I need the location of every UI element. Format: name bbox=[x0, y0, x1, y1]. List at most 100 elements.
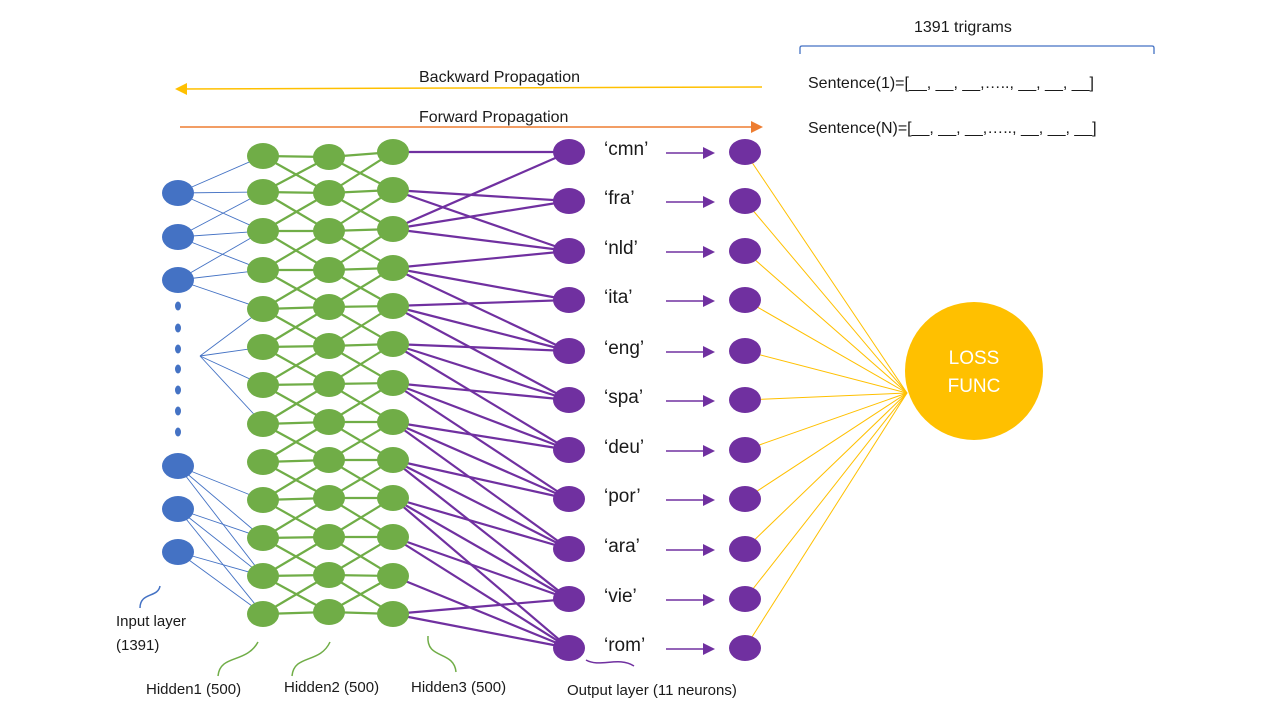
output-neuron bbox=[553, 287, 585, 313]
loss-edge bbox=[744, 392, 908, 649]
output-edge bbox=[392, 535, 570, 601]
hidden-neuron bbox=[377, 139, 409, 165]
class-label: ‘deu’ bbox=[604, 437, 644, 458]
hidden-neuron bbox=[313, 599, 345, 625]
hidden-neuron bbox=[313, 294, 345, 320]
hidden-neuron bbox=[313, 524, 345, 550]
loss-label-line2: FUNC bbox=[948, 376, 1001, 397]
output-edge bbox=[392, 382, 570, 500]
hidden-neuron bbox=[313, 218, 345, 244]
class-label: ‘por’ bbox=[604, 486, 641, 507]
ellipsis-dot bbox=[175, 301, 181, 311]
input-layer-label: Input layer bbox=[116, 613, 186, 630]
final-neuron bbox=[729, 635, 761, 661]
hidden-neuron bbox=[247, 563, 279, 589]
class-label: ‘eng’ bbox=[604, 338, 644, 359]
hidden-neuron bbox=[313, 409, 345, 435]
final-neuron bbox=[729, 188, 761, 214]
loss-edge bbox=[744, 392, 908, 500]
hidden-neuron bbox=[247, 257, 279, 283]
output-edge bbox=[392, 536, 570, 649]
hidden-neuron bbox=[377, 177, 409, 203]
input-neuron bbox=[162, 267, 194, 293]
ellipsis-dot bbox=[175, 385, 181, 395]
input-edge bbox=[177, 155, 264, 194]
class-label: ‘rom’ bbox=[604, 635, 645, 656]
output-edges bbox=[392, 150, 570, 650]
final-neuron bbox=[729, 238, 761, 264]
loss-edge bbox=[744, 299, 908, 394]
output-layer bbox=[553, 139, 585, 661]
output-neuron bbox=[553, 486, 585, 512]
output-neuron bbox=[553, 338, 585, 364]
output-edge bbox=[392, 188, 570, 253]
input-edge bbox=[177, 551, 264, 615]
sentence-last: Sentence(N)=[__, __, __,….., __, __, __] bbox=[808, 120, 1097, 137]
hidden-neuron bbox=[377, 255, 409, 281]
loss-edge bbox=[744, 350, 908, 394]
final-neuron bbox=[729, 586, 761, 612]
input-neuron bbox=[162, 224, 194, 250]
output-edge bbox=[392, 421, 570, 550]
trigram-bracket bbox=[799, 45, 1155, 54]
class-label: ‘ara’ bbox=[604, 536, 640, 557]
output-edge bbox=[392, 199, 570, 231]
hidden-neuron bbox=[377, 524, 409, 550]
hidden2-label: Hidden2 (500) bbox=[284, 679, 379, 696]
input-edge bbox=[177, 508, 264, 577]
loss-edge bbox=[744, 200, 908, 394]
final-neuron bbox=[729, 486, 761, 512]
output-edge bbox=[392, 597, 570, 616]
output-edge bbox=[392, 420, 570, 501]
hidden1-label: Hidden1 (500) bbox=[146, 681, 241, 698]
class-label: ‘vie’ bbox=[604, 586, 637, 607]
hidden-neuron bbox=[247, 449, 279, 475]
output-edge bbox=[392, 267, 570, 352]
class-label: ‘nld’ bbox=[604, 238, 638, 259]
output-neuron bbox=[553, 387, 585, 413]
class-label: ‘fra’ bbox=[604, 188, 635, 209]
input-edge bbox=[199, 355, 264, 425]
output-edge bbox=[392, 574, 570, 650]
output-edge bbox=[392, 459, 570, 550]
input-edge bbox=[177, 508, 264, 615]
hidden-neuron bbox=[313, 257, 345, 283]
class-arrows bbox=[666, 147, 715, 655]
output-edge bbox=[392, 298, 570, 308]
class-label: ‘spa’ bbox=[604, 387, 643, 408]
hidden1-caption-curl bbox=[217, 641, 259, 677]
output-neuron bbox=[553, 139, 585, 165]
input-edge bbox=[177, 192, 264, 232]
hidden-neuron bbox=[247, 601, 279, 627]
class-label: ‘ita’ bbox=[604, 287, 633, 308]
forward-propagation-label: Forward Propagation bbox=[419, 109, 568, 126]
hidden-neuron bbox=[313, 562, 345, 588]
loss-edge bbox=[744, 250, 908, 394]
backward-propagation-label: Backward Propagation bbox=[419, 69, 580, 86]
hidden2-layer bbox=[313, 144, 345, 625]
output-edge bbox=[392, 227, 570, 253]
hidden-neuron bbox=[313, 485, 345, 511]
hidden-neuron bbox=[313, 180, 345, 206]
output-edge bbox=[392, 496, 570, 551]
final-neuron bbox=[729, 139, 761, 165]
hidden-neuron bbox=[377, 447, 409, 473]
output-edge bbox=[392, 381, 570, 452]
backward-propagation-arrow bbox=[175, 82, 763, 95]
hidden-neuron bbox=[313, 144, 345, 170]
input-layer bbox=[162, 180, 194, 565]
output-edge bbox=[392, 150, 570, 231]
hidden-neuron bbox=[247, 218, 279, 244]
hidden-neuron bbox=[247, 334, 279, 360]
hidden3-layer bbox=[377, 139, 409, 627]
input-neuron bbox=[162, 496, 194, 522]
ellipsis-dot bbox=[175, 323, 181, 333]
output-edge bbox=[392, 305, 570, 401]
hidden-neuron bbox=[247, 525, 279, 551]
hidden-neuron bbox=[247, 296, 279, 322]
output-edge bbox=[392, 343, 570, 451]
output-edge bbox=[392, 266, 570, 302]
input-layer-count: (1391) bbox=[116, 637, 159, 654]
final-output-nodes bbox=[729, 139, 761, 661]
